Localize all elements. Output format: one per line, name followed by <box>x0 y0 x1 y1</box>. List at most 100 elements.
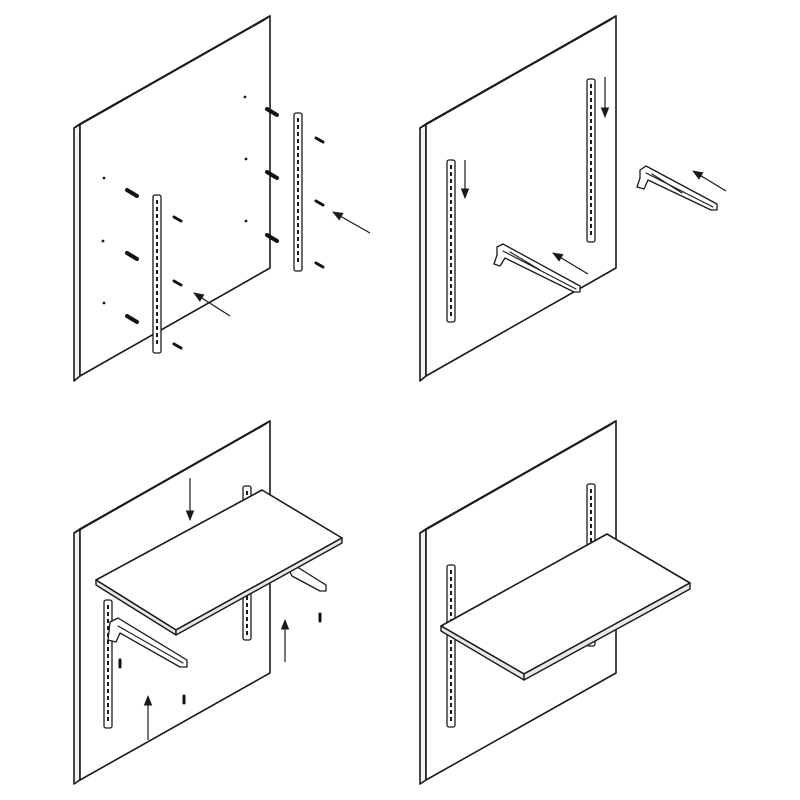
rail-slot <box>450 598 452 602</box>
rail-slot <box>590 112 592 116</box>
rail-slot <box>450 668 452 672</box>
rail-slot <box>107 619 109 623</box>
arrow-icon <box>552 252 589 275</box>
rail-slot <box>297 195 299 199</box>
rail-slot <box>590 231 592 235</box>
rail-slot <box>450 689 452 693</box>
screw-icon <box>172 136 325 350</box>
rail-slot <box>297 209 299 213</box>
rail-icon <box>446 159 456 323</box>
rail-slot <box>107 661 109 665</box>
rail-slot <box>246 631 248 635</box>
shelf-icon <box>440 533 691 681</box>
rail-slot <box>590 503 592 507</box>
rail-slot <box>297 258 299 262</box>
rail-slot <box>450 284 452 288</box>
rail-slot <box>450 193 452 197</box>
rail-slot <box>590 84 592 88</box>
rail-slot <box>107 626 109 630</box>
rail-slot <box>297 139 299 143</box>
rail-slot <box>107 717 109 721</box>
rail-slot <box>297 174 299 178</box>
rail-slot <box>156 298 158 302</box>
rail-slot <box>107 605 109 609</box>
rail-slot <box>590 496 592 500</box>
rail-slot <box>450 221 452 225</box>
rail-icon <box>586 78 596 243</box>
rail-slot <box>450 298 452 302</box>
shelf-icon <box>95 489 343 636</box>
rail-slot <box>107 612 109 616</box>
rail-slot <box>450 577 452 581</box>
rail-slot <box>590 210 592 214</box>
rail-slot <box>246 596 248 600</box>
rail-slot <box>107 696 109 700</box>
rail-slot <box>297 167 299 171</box>
rail-slot <box>590 161 592 165</box>
rail-slot <box>297 153 299 157</box>
rail-slot <box>590 126 592 130</box>
rail-icon <box>446 564 456 728</box>
rail-slot <box>590 510 592 514</box>
rail-slot <box>450 291 452 295</box>
rail-slot <box>450 165 452 169</box>
rail-slot <box>590 189 592 193</box>
rail-icon <box>103 599 113 729</box>
rail-slot <box>297 125 299 129</box>
rail-slot <box>450 256 452 260</box>
rail-slot <box>156 319 158 323</box>
rail-slot <box>156 305 158 309</box>
rail-slot <box>246 610 248 614</box>
rail-slot <box>590 175 592 179</box>
rail-slot <box>590 517 592 521</box>
rail-slot <box>107 703 109 707</box>
rail-slot <box>297 146 299 150</box>
rail-slot <box>107 647 109 651</box>
rail-slot <box>450 179 452 183</box>
rail-slot <box>450 235 452 239</box>
rail-slot <box>156 312 158 316</box>
rail-slot <box>450 186 452 190</box>
rail-slot <box>297 237 299 241</box>
rail-slot <box>156 214 158 218</box>
rail-slot <box>590 182 592 186</box>
rail-slot <box>297 118 299 122</box>
rail-slot <box>107 668 109 672</box>
rail-slot <box>156 242 158 246</box>
rail-slot <box>156 249 158 253</box>
rail-slot <box>450 591 452 595</box>
rail-slot <box>450 612 452 616</box>
rail-slot <box>450 305 452 309</box>
rail-slot <box>450 228 452 232</box>
rail-slot <box>246 617 248 621</box>
rail-slot <box>297 216 299 220</box>
rail-slot <box>590 489 592 493</box>
rail-slot <box>156 235 158 239</box>
rail-slot <box>590 91 592 95</box>
rail-slot <box>590 140 592 144</box>
rail-slot <box>107 675 109 679</box>
rail-slot <box>450 312 452 316</box>
rail-slot <box>590 119 592 123</box>
drill-hole-marks <box>101 95 248 305</box>
rail-slot <box>297 160 299 164</box>
rail-slot <box>107 682 109 686</box>
rail-slot <box>297 244 299 248</box>
bracket-icon <box>107 617 188 668</box>
wall-plug-icon <box>125 107 279 324</box>
rail-slot <box>450 696 452 700</box>
rail-slot <box>156 228 158 232</box>
rail-slot <box>590 154 592 158</box>
rail-slot <box>297 202 299 206</box>
rail-slot <box>297 230 299 234</box>
screw-icon <box>118 612 322 705</box>
rail-icon <box>293 112 303 272</box>
rail-slot <box>590 133 592 137</box>
rail-slot <box>590 196 592 200</box>
rail-slot <box>246 491 248 495</box>
rail-slot <box>107 710 109 714</box>
rail-slot <box>450 200 452 204</box>
rail-slot <box>450 710 452 714</box>
rail-slot <box>246 624 248 628</box>
